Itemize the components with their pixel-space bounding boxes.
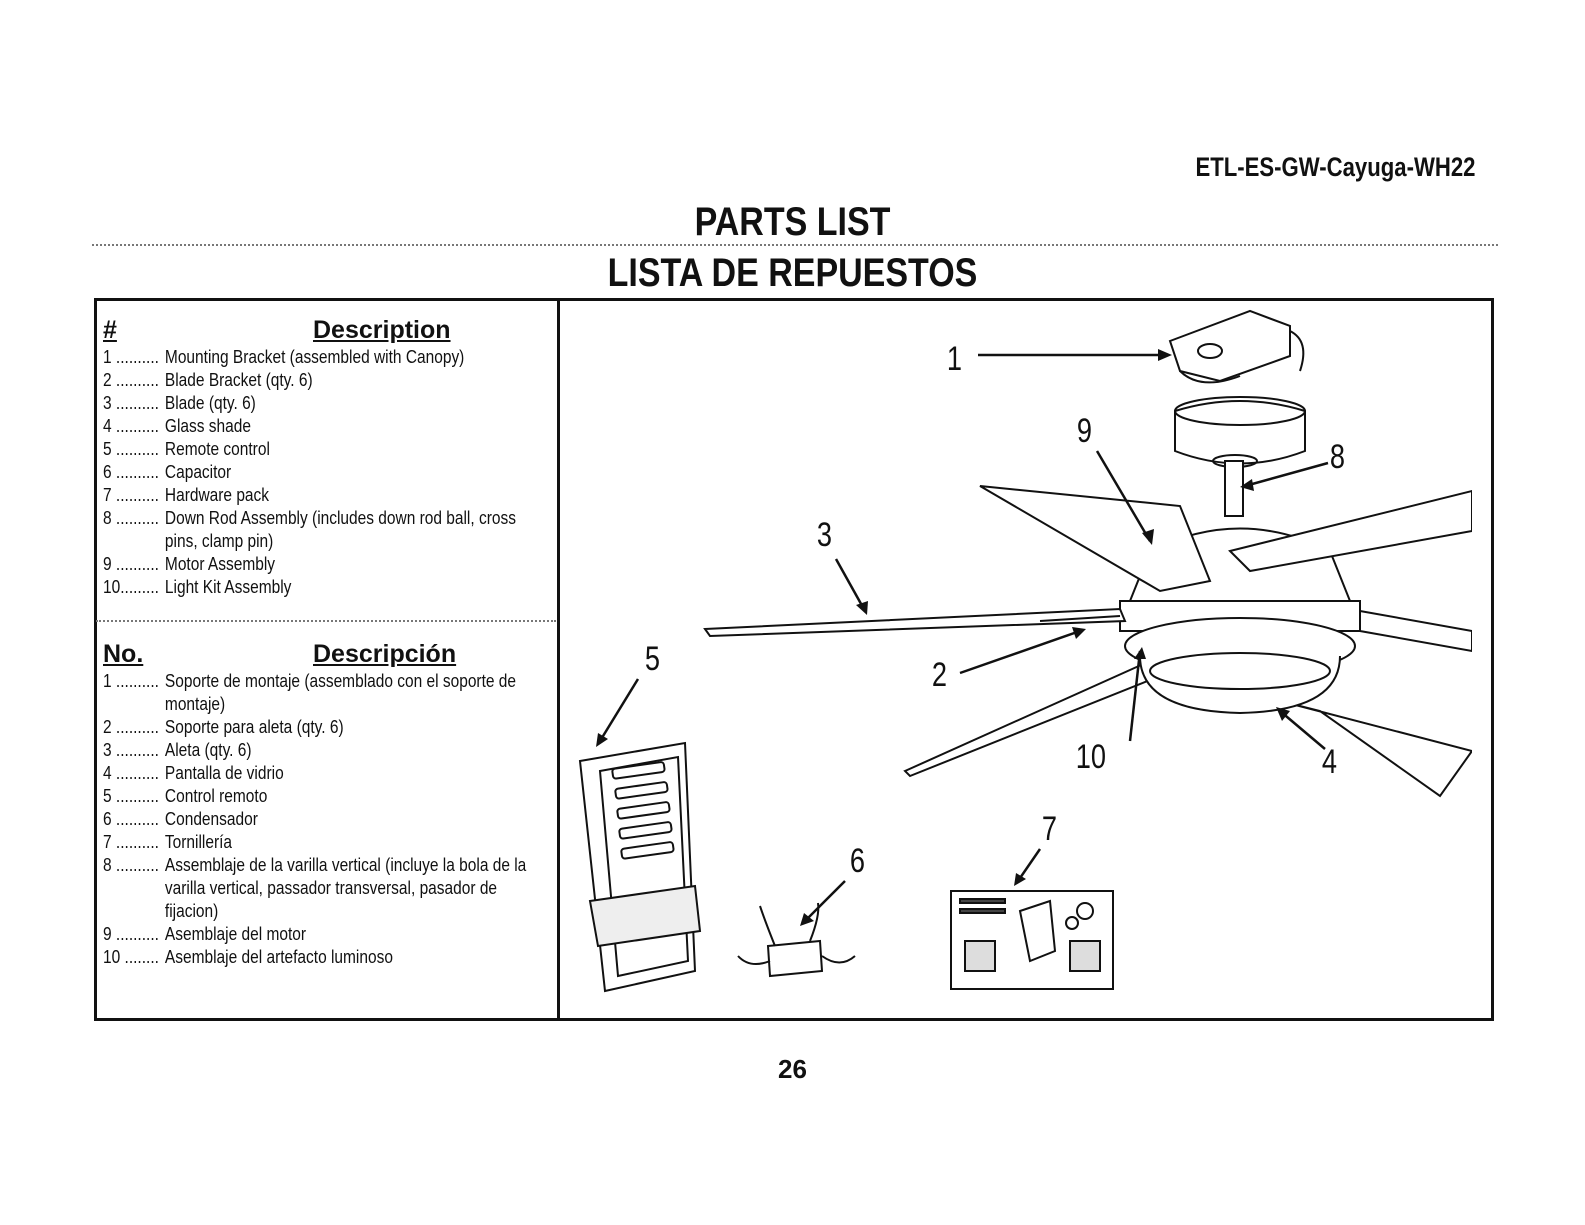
blades-drawing bbox=[703, 485, 1472, 798]
english-items: 1 ..........Mounting Bracket (assembled … bbox=[103, 346, 553, 599]
list-item: 10.........Light Kit Assembly bbox=[103, 576, 550, 599]
item-number: 9 .......... bbox=[103, 924, 159, 944]
item-description: Tornillería bbox=[164, 832, 233, 852]
item-description: Motor Assembly bbox=[164, 554, 276, 574]
item-number: 2 .......... bbox=[103, 370, 159, 390]
list-item: 10 ........Asemblaje del artefacto lumin… bbox=[103, 946, 550, 969]
item-description: Hardware pack bbox=[164, 485, 270, 505]
list-item: 6 ..........Condensador bbox=[103, 808, 550, 831]
item-description: Asemblaje del artefacto luminoso bbox=[164, 947, 393, 967]
item-number: 4 .......... bbox=[103, 763, 159, 783]
description-column-header: Description bbox=[313, 316, 451, 344]
list-item: 8 ..........Assemblaje de la varilla ver… bbox=[103, 854, 550, 923]
item-description: Remote control bbox=[164, 439, 270, 459]
item-number: 9 .......... bbox=[103, 554, 159, 574]
column-divider bbox=[557, 298, 560, 1021]
callout-8: 8 bbox=[1329, 438, 1346, 476]
item-number: 10......... bbox=[103, 577, 159, 597]
list-item: 5 ..........Control remoto bbox=[103, 785, 550, 808]
parts-table-frame bbox=[94, 298, 1494, 1021]
list-item: 9 ..........Motor Assembly bbox=[103, 553, 550, 576]
list-item: 2 ..........Blade Bracket (qty. 6) bbox=[103, 369, 550, 392]
item-description: Capacitor bbox=[164, 462, 232, 482]
list-item: 1 ..........Soporte de montaje (assembla… bbox=[103, 670, 550, 716]
list-item: 5 ..........Remote control bbox=[103, 438, 550, 461]
item-description: Asemblaje del motor bbox=[164, 924, 307, 944]
item-number: 3 .......... bbox=[103, 393, 159, 413]
item-description: Light Kit Assembly bbox=[164, 577, 292, 597]
item-number: 5 .......... bbox=[103, 786, 159, 806]
document-id: ETL-ES-GW-Cayuga-WH22 bbox=[1194, 152, 1475, 182]
hardware-pack-drawing bbox=[950, 890, 1114, 990]
leader-arrowheads bbox=[596, 349, 1290, 926]
title-english: PARTS LIST bbox=[694, 200, 891, 244]
list-header-spanish: No. Descripción bbox=[103, 640, 553, 670]
title-divider bbox=[92, 244, 1498, 246]
list-item: 4 ..........Pantalla de vidrio bbox=[103, 762, 550, 785]
item-number: 6 .......... bbox=[103, 809, 159, 829]
item-number: 2 .......... bbox=[103, 717, 159, 737]
item-description: Down Rod Assembly (includes down rod bal… bbox=[164, 508, 516, 551]
item-description: Blade (qty. 6) bbox=[164, 393, 256, 413]
item-number: 1 .......... bbox=[103, 671, 159, 691]
list-item: 3 ..........Blade (qty. 6) bbox=[103, 392, 550, 415]
remote-control-drawing bbox=[578, 741, 702, 993]
description-column-header: Descripción bbox=[313, 640, 457, 668]
list-item: 9 ..........Asemblaje del motor bbox=[103, 923, 550, 946]
item-number: 7 .......... bbox=[103, 485, 159, 505]
light-kit-drawing bbox=[1124, 617, 1356, 715]
callout-3: 3 bbox=[816, 516, 833, 554]
item-description: Pantalla de vidrio bbox=[164, 763, 284, 783]
spanish-items: 1 ..........Soporte de montaje (assembla… bbox=[103, 670, 553, 969]
item-description: Condensador bbox=[164, 809, 258, 829]
exploded-diagram bbox=[578, 309, 1472, 993]
item-number: 1 .......... bbox=[103, 347, 159, 367]
page-number: 26 bbox=[778, 1054, 807, 1084]
item-number: 4 .......... bbox=[103, 416, 159, 436]
list-item: 2 ..........Soporte para aleta (qty. 6) bbox=[103, 716, 550, 739]
title-spanish: LISTA DE REPUESTOS bbox=[607, 251, 978, 295]
number-column-header: No. bbox=[103, 640, 144, 668]
callout-5: 5 bbox=[644, 640, 661, 678]
callout-4: 4 bbox=[1321, 743, 1338, 781]
leader-lines bbox=[598, 353, 1329, 922]
list-item: 6 ..........Capacitor bbox=[103, 461, 550, 484]
callout-2: 2 bbox=[931, 656, 948, 694]
list-item: 3 ..........Aleta (qty. 6) bbox=[103, 739, 550, 762]
canopy-drawing bbox=[1174, 396, 1306, 517]
item-number: 8 .......... bbox=[103, 855, 159, 875]
mounting-bracket-drawing bbox=[1168, 309, 1305, 384]
item-description: Blade Bracket (qty. 6) bbox=[164, 370, 313, 390]
item-description: Soporte de montaje (assemblado con el so… bbox=[164, 671, 517, 714]
item-number: 10 ........ bbox=[103, 947, 159, 967]
item-description: Control remoto bbox=[164, 786, 268, 806]
list-item: 8 ..........Down Rod Assembly (includes … bbox=[103, 507, 550, 553]
number-column-header: # bbox=[103, 316, 117, 344]
callout-9: 9 bbox=[1076, 412, 1093, 450]
item-number: 7 .......... bbox=[103, 832, 159, 852]
list-item: 7 ..........Tornillería bbox=[103, 831, 550, 854]
item-description: Aleta (qty. 6) bbox=[164, 740, 252, 760]
section-divider bbox=[96, 620, 556, 622]
item-number: 5 .......... bbox=[103, 439, 159, 459]
callout-7: 7 bbox=[1041, 810, 1058, 848]
item-description: Glass shade bbox=[164, 416, 251, 436]
parts-list-spanish: No. Descripción 1 ..........Soporte de m… bbox=[103, 640, 553, 969]
list-header-english: # Description bbox=[103, 316, 553, 346]
parts-list-english: # Description 1 ..........Mounting Brack… bbox=[103, 316, 553, 599]
item-number: 8 .......... bbox=[103, 508, 159, 528]
item-number: 6 .......... bbox=[103, 462, 159, 482]
callout-6: 6 bbox=[849, 842, 866, 880]
item-description: Mounting Bracket (assembled with Canopy) bbox=[164, 347, 465, 367]
callout-10: 10 bbox=[1075, 738, 1107, 776]
list-item: 4 ..........Glass shade bbox=[103, 415, 550, 438]
item-description: Assemblaje de la varilla vertical (inclu… bbox=[164, 855, 527, 921]
callout-1: 1 bbox=[946, 340, 963, 378]
capacitor-drawing bbox=[737, 902, 856, 978]
list-item: 7 ..........Hardware pack bbox=[103, 484, 550, 507]
item-number: 3 .......... bbox=[103, 740, 159, 760]
list-item: 1 ..........Mounting Bracket (assembled … bbox=[103, 346, 550, 369]
item-description: Soporte para aleta (qty. 6) bbox=[164, 717, 344, 737]
